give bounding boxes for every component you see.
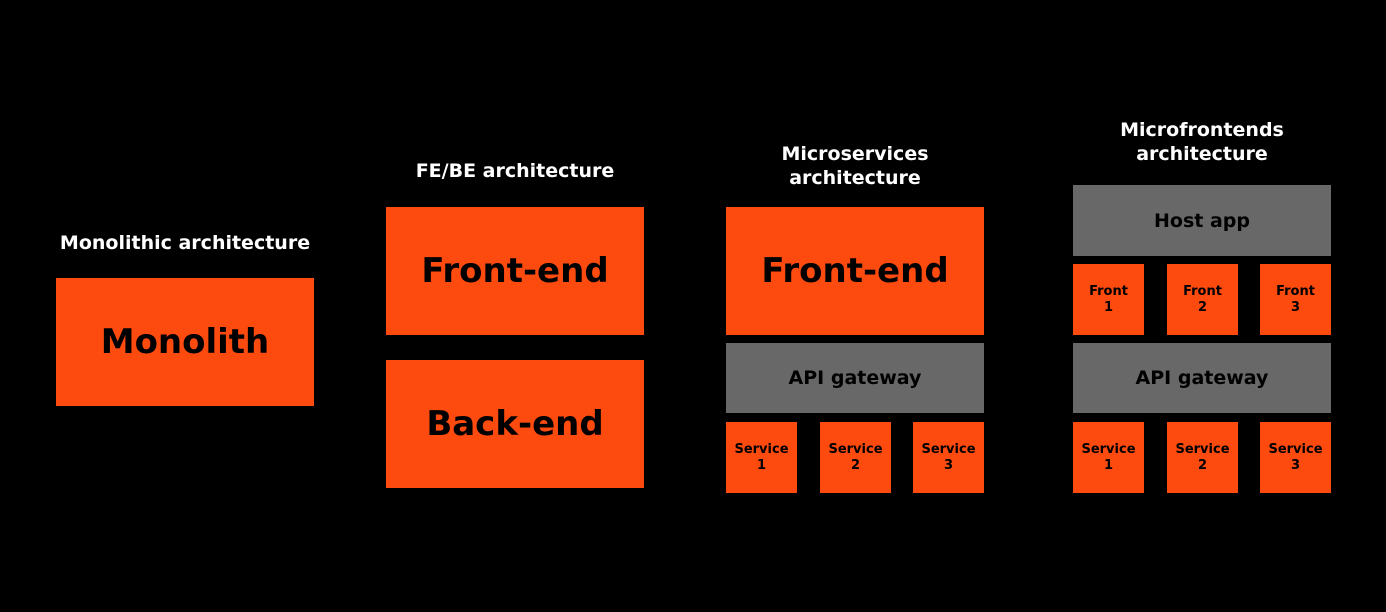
microfrontends-service-1: Service 1: [1073, 422, 1144, 493]
microservices-gateway-box: API gateway: [726, 343, 984, 413]
febe-frontend-label: Front-end: [421, 251, 609, 291]
microfrontends-gateway-label: API gateway: [1135, 367, 1269, 389]
febe-backend-box: Back-end: [386, 360, 644, 488]
febe-frontend-box: Front-end: [386, 207, 644, 335]
host-app-label: Host app: [1154, 209, 1250, 232]
microservices-frontend-box: Front-end: [726, 207, 984, 335]
microfrontends-title: Microfrontends architecture: [1120, 119, 1284, 165]
microfrontends-service-1-label: Service 1: [1081, 441, 1136, 473]
microservices-frontend-label: Front-end: [761, 251, 949, 291]
monolith-box: Monolith: [56, 278, 314, 406]
microfrontends-front-2-label: Front 2: [1183, 283, 1222, 315]
microfrontends-front-1: Front 1: [1073, 264, 1144, 335]
monolithic-title: Monolithic architecture: [59, 232, 311, 254]
microservices-gateway-label: API gateway: [788, 367, 922, 389]
microfrontends-front-2: Front 2: [1167, 264, 1238, 335]
microservices-service-1-label: Service 1: [734, 441, 789, 473]
microservices-service-3: Service 3: [913, 422, 984, 493]
microfrontends-gateway-box: API gateway: [1073, 343, 1331, 413]
microservices-service-3-label: Service 3: [921, 441, 976, 473]
microfrontends-service-2: Service 2: [1167, 422, 1238, 493]
febe-title: FE/BE architecture: [415, 160, 615, 182]
microfrontends-front-1-label: Front 1: [1089, 283, 1128, 315]
microfrontends-service-3: Service 3: [1260, 422, 1331, 493]
microfrontends-front-3-label: Front 3: [1276, 283, 1315, 315]
microservices-service-1: Service 1: [726, 422, 797, 493]
microservices-service-2-label: Service 2: [828, 441, 883, 473]
microfrontends-front-3: Front 3: [1260, 264, 1331, 335]
host-app-box: Host app: [1073, 185, 1331, 256]
microservices-title: Microservices architecture: [781, 143, 929, 189]
microservices-service-2: Service 2: [820, 422, 891, 493]
febe-backend-label: Back-end: [426, 404, 604, 444]
microfrontends-service-2-label: Service 2: [1175, 441, 1230, 473]
monolith-label: Monolith: [100, 322, 270, 362]
microfrontends-service-3-label: Service 3: [1268, 441, 1323, 473]
